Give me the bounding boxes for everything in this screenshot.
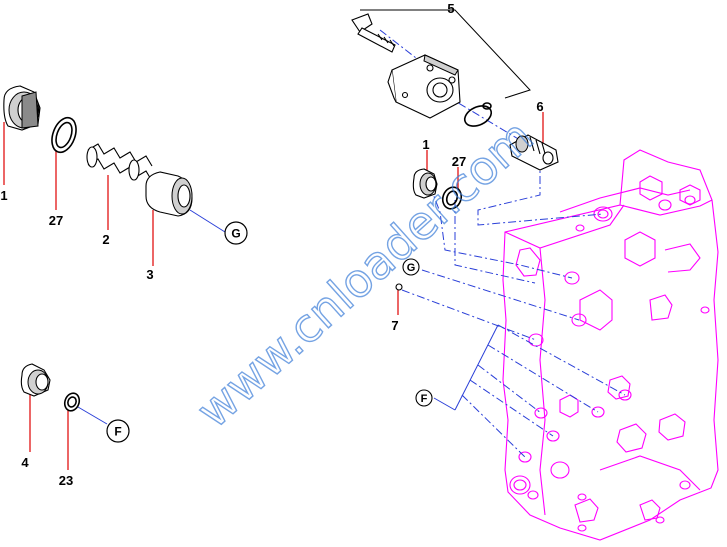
label-part-1-right: 1: [422, 137, 429, 152]
label-part-6: 6: [536, 99, 543, 114]
ref-label-g-left: G: [231, 227, 240, 241]
spring-part-2: [86, 143, 153, 182]
plug-part-1-right: [412, 168, 438, 199]
ref-circle-g-right: G: [402, 258, 420, 276]
part-number-labels: 1 27 2 3 4 23 5 6 1 27 7: [0, 1, 543, 488]
ref-label-g-right: G: [407, 262, 416, 274]
o-ring-part-27-right: [441, 186, 463, 210]
label-part-5: 5: [447, 1, 454, 16]
valve-body: [502, 149, 719, 541]
label-part-3: 3: [146, 267, 153, 282]
plug-part-1-left: [3, 85, 41, 131]
o-ring-part-5: [463, 102, 493, 127]
label-part-7: 7: [391, 318, 398, 333]
fitting-part-6: [509, 134, 559, 171]
assembly-lines: [77, 29, 626, 458]
ref-circle-f-left: F: [106, 419, 130, 443]
ref-circle-f-right: F: [415, 389, 433, 407]
ref-circle-g-left: G: [224, 221, 248, 245]
label-part-4: 4: [21, 455, 29, 470]
ref-label-f-left: F: [114, 425, 121, 439]
label-part-27-left: 27: [49, 213, 63, 228]
watermark-text: www.cnloader.com: [186, 109, 543, 438]
ref-label-f-right: F: [421, 393, 428, 405]
block-part-5: [387, 54, 461, 119]
plug-part-4: [20, 363, 51, 397]
spool-part-3: [145, 171, 193, 217]
label-part-23: 23: [59, 473, 73, 488]
bolt-part-5: [351, 13, 396, 53]
label-part-1-left: 1: [0, 188, 7, 203]
o-ring-part-27-left: [51, 116, 77, 154]
leader-lines: [3, 112, 544, 470]
o-ring-part-23: [63, 392, 81, 412]
ball-part-7: [395, 283, 403, 291]
label-part-2: 2: [102, 232, 109, 247]
label-part-27-right: 27: [452, 154, 466, 169]
